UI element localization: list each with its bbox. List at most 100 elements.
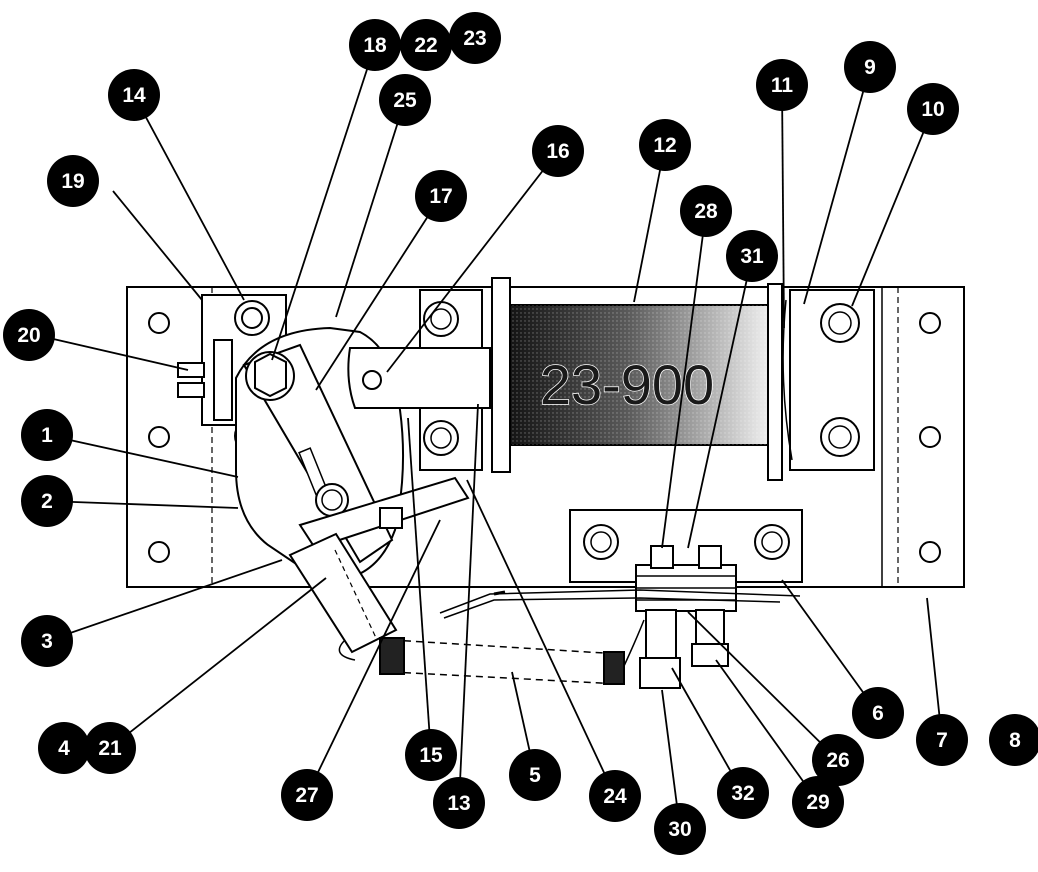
- callout-number: 24: [603, 785, 627, 808]
- callout-10: 10: [907, 83, 959, 135]
- callout-badge: [281, 769, 333, 821]
- callout-badge: [449, 12, 501, 64]
- callout-badge: [756, 59, 808, 111]
- callout-badge: [38, 722, 90, 774]
- callout-badge: [907, 83, 959, 135]
- callout-badge: [792, 776, 844, 828]
- callout-badge: [852, 687, 904, 739]
- callout-number: 3: [41, 630, 53, 653]
- callout-8: 8: [989, 714, 1038, 766]
- callout-number: 2: [41, 490, 53, 513]
- callout-29: 29: [792, 776, 844, 828]
- callout-number: 23: [463, 27, 486, 50]
- callout-32: 32: [717, 767, 769, 819]
- callout-number: 28: [694, 200, 718, 223]
- callout-badge: [108, 69, 160, 121]
- callout-number: 10: [921, 98, 944, 121]
- callout-6: 6: [852, 687, 904, 739]
- callout-7: 7: [916, 714, 968, 766]
- callout-15: 15: [405, 729, 457, 781]
- callout-number: 14: [122, 84, 146, 107]
- callout-number: 26: [826, 749, 849, 772]
- callout-badge: [812, 734, 864, 786]
- callout-17: 17: [415, 170, 467, 222]
- callout-badge: [379, 74, 431, 126]
- callout-13: 13: [433, 777, 485, 829]
- callout-number: 9: [864, 56, 876, 79]
- callout-25: 25: [379, 74, 431, 126]
- callout-11: 11: [756, 59, 808, 111]
- callout-4: 4: [38, 722, 90, 774]
- callout-badge: [3, 309, 55, 361]
- callout-number: 12: [653, 134, 676, 157]
- callout-5: 5: [509, 749, 561, 801]
- callout-number: 29: [806, 791, 829, 814]
- callout-badge: [21, 475, 73, 527]
- callout-number: 6: [872, 702, 884, 725]
- callout-9: 9: [844, 41, 896, 93]
- callout-number: 7: [936, 729, 948, 752]
- callout-number: 18: [363, 34, 387, 57]
- callout-badge: [589, 770, 641, 822]
- callout-badge: [532, 125, 584, 177]
- callout-badge: [844, 41, 896, 93]
- callout-number: 5: [529, 764, 541, 787]
- callout-18: 18: [349, 19, 401, 71]
- right-bracket: [782, 289, 875, 471]
- callout-28: 28: [680, 185, 732, 237]
- callout-number: 30: [668, 818, 691, 841]
- callout-badge: [989, 714, 1038, 766]
- callout-20: 20: [3, 309, 55, 361]
- callout-badge: [349, 19, 401, 71]
- leader-lines: [46, 44, 943, 830]
- callout-number: 16: [546, 140, 569, 163]
- callout-number: 20: [17, 324, 40, 347]
- callout-badge: [433, 777, 485, 829]
- callout-27: 27: [281, 769, 333, 821]
- callout-number: 21: [98, 737, 122, 760]
- callout-number: 32: [731, 782, 754, 805]
- return-spring: [379, 619, 645, 685]
- callout-3: 3: [21, 615, 73, 667]
- callout-badge: [639, 119, 691, 171]
- callout-badge: [654, 803, 706, 855]
- callout-number: 11: [771, 74, 794, 97]
- callout-30: 30: [654, 803, 706, 855]
- coil: 23-900: [491, 277, 783, 481]
- coil-label: 23-900: [540, 353, 714, 416]
- callout-22: 22: [400, 19, 452, 71]
- callout-31: 31: [726, 230, 778, 282]
- callout-badge: [84, 722, 136, 774]
- callout-badge: [47, 155, 99, 207]
- callout-number: 22: [414, 34, 437, 57]
- callout-badge: [726, 230, 778, 282]
- base-mounting-holes: [148, 312, 941, 563]
- callout-2: 2: [21, 475, 73, 527]
- contact-stack: [635, 545, 737, 689]
- callout-number: 8: [1009, 729, 1021, 752]
- callout-19: 19: [47, 155, 99, 207]
- callout-26: 26: [812, 734, 864, 786]
- callout-number: 19: [61, 170, 84, 193]
- callout-number: 17: [429, 185, 452, 208]
- callout-16: 16: [532, 125, 584, 177]
- callout-badge: [916, 714, 968, 766]
- arm-bar: [298, 476, 470, 550]
- callout-number: 1: [41, 424, 53, 447]
- callout-badge: [400, 19, 452, 71]
- center-bracket: [347, 289, 491, 471]
- callout-number: 27: [295, 784, 318, 807]
- callout-number: 4: [58, 737, 70, 760]
- spring-holder: [288, 532, 398, 661]
- callout-badge: [680, 185, 732, 237]
- callout-badge: [717, 767, 769, 819]
- callout-number: 25: [393, 89, 417, 112]
- callout-21: 21: [84, 722, 136, 774]
- callout-badge: [415, 170, 467, 222]
- callout-1: 1: [21, 409, 73, 461]
- callout-badge: [405, 729, 457, 781]
- callout-14: 14: [108, 69, 160, 121]
- callout-23: 23: [449, 12, 501, 64]
